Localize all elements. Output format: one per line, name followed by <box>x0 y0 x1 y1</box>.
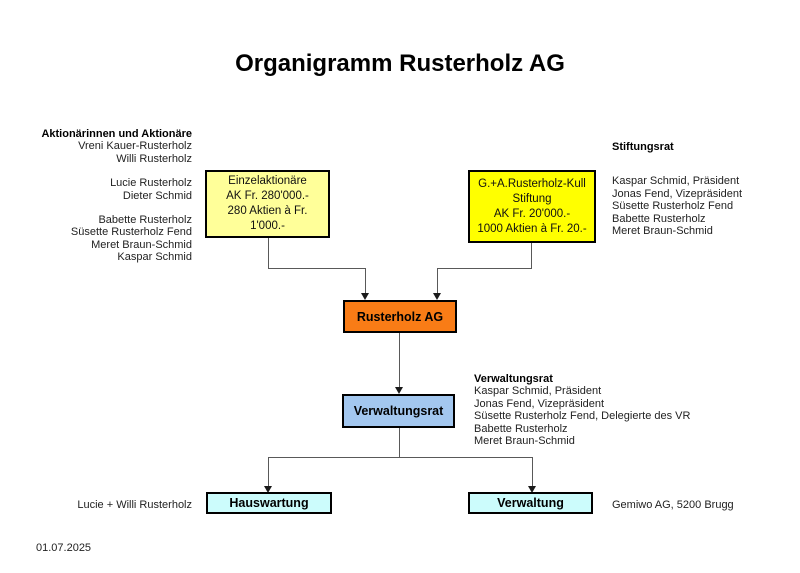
page-title: Organigramm Rusterholz AG <box>235 50 565 77</box>
stiftungsrat-member: Meret Braun-Schmid <box>612 225 713 238</box>
shareholders-group: Babette Rusterholz Süsette Rusterholz Fe… <box>20 214 192 264</box>
shareholder-name: Vreni Kauer-Rusterholz <box>78 140 192 153</box>
stiftungsrat-member: Babette Rusterholz <box>612 212 706 225</box>
connector-line <box>268 457 533 458</box>
shareholders-group: Lucie Rusterholz Dieter Schmid <box>20 177 192 202</box>
hauswartung-annotation: Lucie + Willi Rusterholz <box>77 499 192 511</box>
einzelaktionaere-box: Einzelaktionäre AK Fr. 280'000.- 280 Akt… <box>205 170 330 238</box>
verwaltungsrat-members: Kaspar Schmid, Präsident Jonas Fend, Viz… <box>474 385 774 447</box>
hauswartung-label: Hauswartung <box>229 496 309 510</box>
connector-line <box>532 457 533 487</box>
shareholders-list: Aktionärinnen und Aktionäre Vreni Kauer-… <box>20 128 192 264</box>
stiftungsrat-member: Süsette Rusterholz Fend <box>612 200 734 213</box>
connector-line <box>365 268 366 294</box>
shareholder-name: Lucie Rusterholz <box>110 177 192 190</box>
stiftungsrat-members: Kaspar Schmid, Präsident Jonas Fend, Viz… <box>612 175 797 237</box>
connector-line <box>437 268 438 294</box>
verwaltungsrat-member: Babette Rusterholz <box>474 422 568 435</box>
stiftungsrat-member: Jonas Fend, Vizepräsident <box>612 187 743 200</box>
stiftungsrat-member: Kaspar Schmid, Präsident <box>612 175 740 188</box>
arrowhead-down-icon <box>433 293 441 300</box>
arrowhead-down-icon <box>361 293 369 300</box>
connector-line <box>268 457 269 487</box>
hauswartung-box: Hauswartung <box>206 492 332 514</box>
shareholder-name: Kaspar Schmid <box>117 251 192 264</box>
connector-line <box>399 428 400 458</box>
stiftung-line: Stiftung <box>512 192 552 205</box>
connector-line <box>531 243 532 269</box>
verwaltungsrat-member: Meret Braun-Schmid <box>474 435 575 448</box>
arrowhead-down-icon <box>395 387 403 394</box>
verwaltungsrat-label: Verwaltungsrat <box>353 404 444 418</box>
date-label: 01.07.2025 <box>36 542 92 554</box>
shareholder-name: Dieter Schmid <box>122 189 192 202</box>
connector-line <box>268 238 269 269</box>
verwaltungsrat-list-heading: Verwaltungsrat <box>474 373 553 385</box>
arrowhead-down-icon <box>528 486 536 493</box>
verwaltung-label: Verwaltung <box>497 496 564 510</box>
shareholder-name: Süsette Rusterholz Fend <box>70 226 192 239</box>
verwaltungsrat-member: Kaspar Schmid, Präsident <box>474 385 602 398</box>
shareholder-name: Babette Rusterholz <box>98 214 192 227</box>
verwaltungsrat-list: Verwaltungsrat Kaspar Schmid, Präsident … <box>474 373 774 447</box>
stiftung-line: G.+A.Rusterholz-Kull <box>478 177 586 190</box>
rusterholz-ag-box: Rusterholz AG <box>343 300 457 333</box>
shareholders-group: Vreni Kauer-Rusterholz Willi Rusterholz <box>20 140 192 165</box>
einzelaktionaere-line: 1'000.- <box>250 220 285 232</box>
stiftung-line: AK Fr. 20'000.- <box>493 207 571 220</box>
connector-line <box>268 268 366 269</box>
einzelaktionaere-line: Einzelaktionäre <box>228 175 307 187</box>
stiftung-line: 1000 Aktien à Fr. 20.- <box>477 222 587 235</box>
connector-line <box>399 333 400 388</box>
arrowhead-down-icon <box>264 486 272 493</box>
stiftungsrat-heading: Stiftungsrat <box>612 141 674 153</box>
shareholder-name: Meret Braun-Schmid <box>91 238 192 251</box>
verwaltung-annotation: Gemiwo AG, 5200 Brugg <box>612 499 734 511</box>
rusterholz-ag-label: Rusterholz AG <box>356 309 444 324</box>
stiftung-box: G.+A.Rusterholz-Kull Stiftung AK Fr. 20'… <box>468 170 596 243</box>
verwaltungsrat-member: Süsette Rusterholz Fend, Delegierte des … <box>474 410 691 423</box>
verwaltungsrat-member: Jonas Fend, Vizepräsident <box>474 397 605 410</box>
shareholder-name: Willi Rusterholz <box>116 152 192 165</box>
verwaltung-box: Verwaltung <box>468 492 593 514</box>
shareholders-heading: Aktionärinnen und Aktionäre <box>41 128 192 140</box>
einzelaktionaere-line: 280 Aktien à Fr. <box>227 205 308 217</box>
connector-line <box>437 268 532 269</box>
einzelaktionaere-line: AK Fr. 280'000.- <box>226 190 309 202</box>
stiftungsrat-list: Stiftungsrat Kaspar Schmid, Präsident Jo… <box>612 141 797 237</box>
verwaltungsrat-box: Verwaltungsrat <box>342 394 455 428</box>
